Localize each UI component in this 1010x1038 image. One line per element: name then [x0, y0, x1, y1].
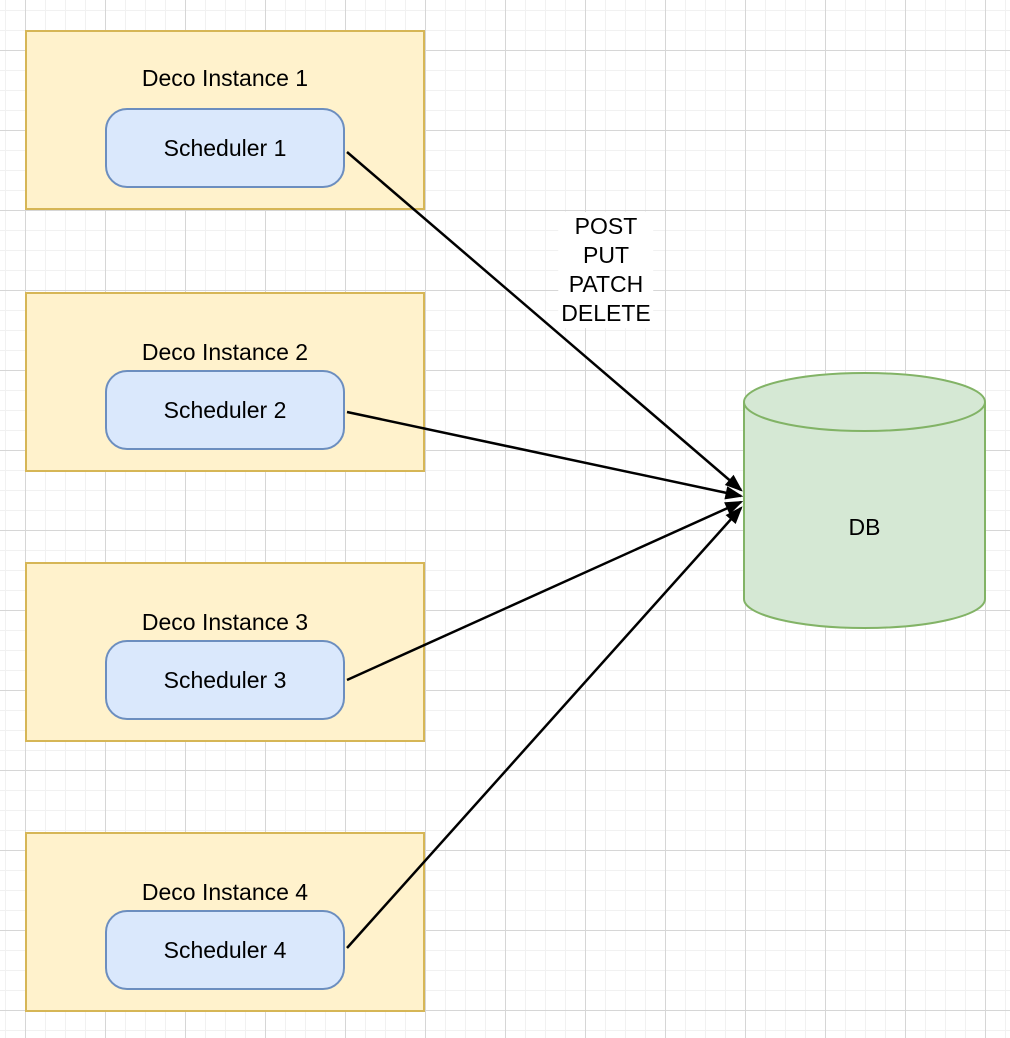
db-label: DB: [848, 514, 881, 540]
node-deco-instance-1[interactable]: Deco Instance 1 Scheduler 1: [25, 30, 425, 210]
node-label: Scheduler 2: [163, 396, 287, 423]
edge-methods-label[interactable]: POST PUT PATCH DELETE: [558, 212, 654, 328]
node-db-cylinder[interactable]: [743, 372, 986, 629]
node-title: Deco Instance 4: [141, 879, 309, 905]
node-deco-instance-3[interactable]: Deco Instance 3 Scheduler 3: [25, 562, 425, 742]
node-label: Scheduler 3: [163, 666, 287, 693]
method-put: PUT: [582, 242, 629, 268]
node-label: Scheduler 1: [163, 134, 287, 161]
node-scheduler-3[interactable]: Scheduler 3: [105, 640, 345, 720]
node-deco-instance-2[interactable]: Deco Instance 2 Scheduler 2: [25, 292, 425, 472]
node-scheduler-4[interactable]: Scheduler 4: [105, 910, 345, 990]
method-delete: DELETE: [561, 300, 651, 326]
node-title: Deco Instance 1: [141, 65, 309, 91]
method-patch: PATCH: [568, 271, 644, 297]
node-title: Deco Instance 2: [141, 339, 309, 365]
node-scheduler-2[interactable]: Scheduler 2: [105, 370, 345, 450]
node-scheduler-1[interactable]: Scheduler 1: [105, 108, 345, 188]
method-post: POST: [574, 213, 638, 239]
node-deco-instance-4[interactable]: Deco Instance 4 Scheduler 4: [25, 832, 425, 1012]
node-title: Deco Instance 3: [141, 609, 309, 635]
node-label: Scheduler 4: [163, 936, 287, 963]
cylinder-top-arc: [743, 401, 986, 432]
cylinder-body: [743, 372, 986, 629]
